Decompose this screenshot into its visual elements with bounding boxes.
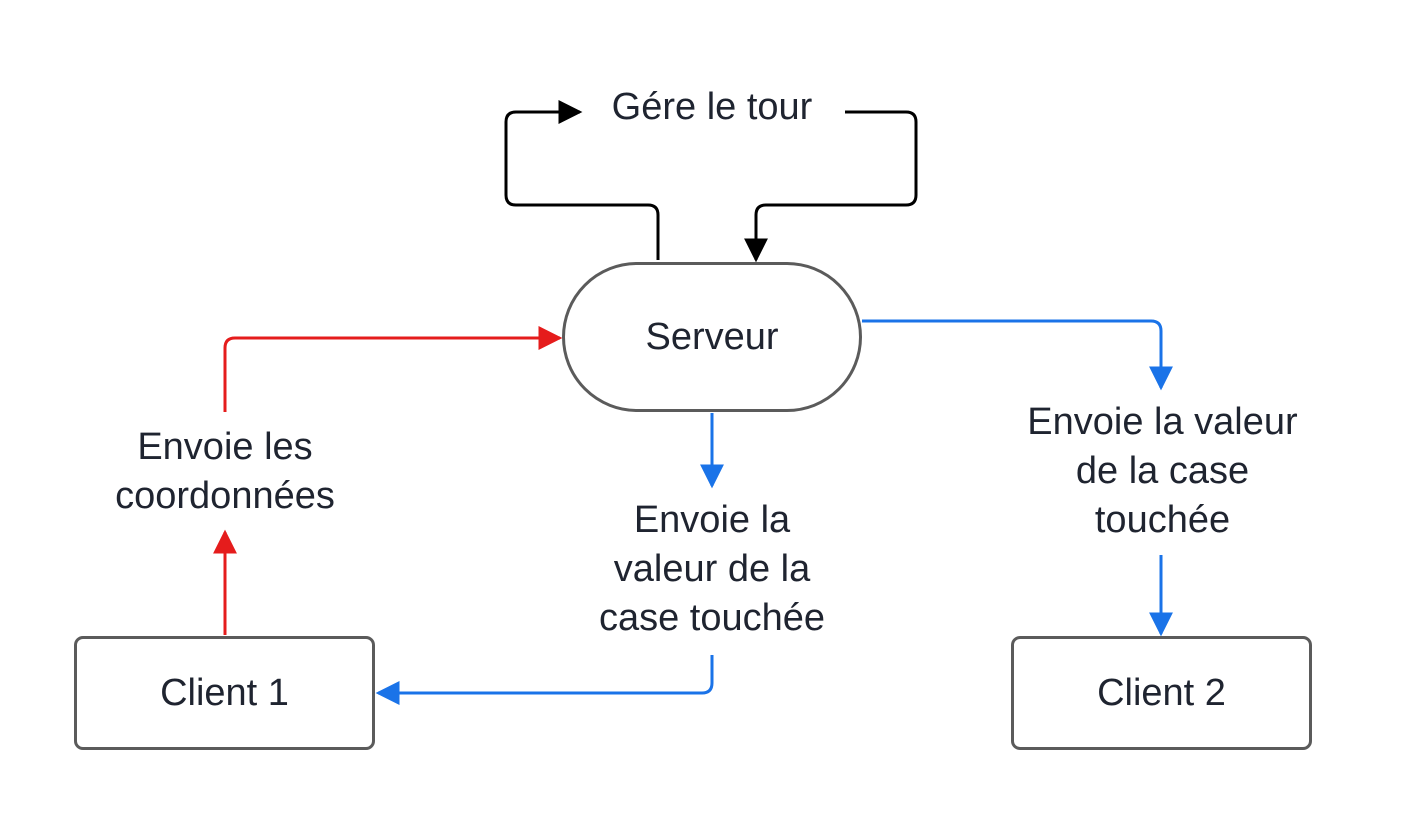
loop-arrow-left	[504, 100, 660, 260]
blue-arrow-to-client1	[375, 655, 714, 705]
client1-label: Client 1	[160, 671, 289, 714]
client2-label: Client 2	[1097, 671, 1226, 714]
client1-node: Client 1	[74, 636, 375, 750]
manage-turn-label: Gére le tour	[611, 86, 813, 128]
server-node: Serveur	[562, 262, 862, 412]
loop-arrow-right	[744, 110, 918, 263]
client2-node: Client 2	[1011, 636, 1312, 750]
blue-arrow-server-right	[862, 319, 1173, 391]
send-coordinates-label: Envoie les coordonnées	[115, 426, 335, 517]
server-label: Serveur	[645, 315, 779, 358]
send-value-right-label: Envoie la valeur de la case touchée	[1027, 401, 1298, 541]
red-arrow-to-server	[223, 326, 563, 412]
send-value-middle-label: Envoie la valeur de la case touchée	[598, 499, 826, 639]
